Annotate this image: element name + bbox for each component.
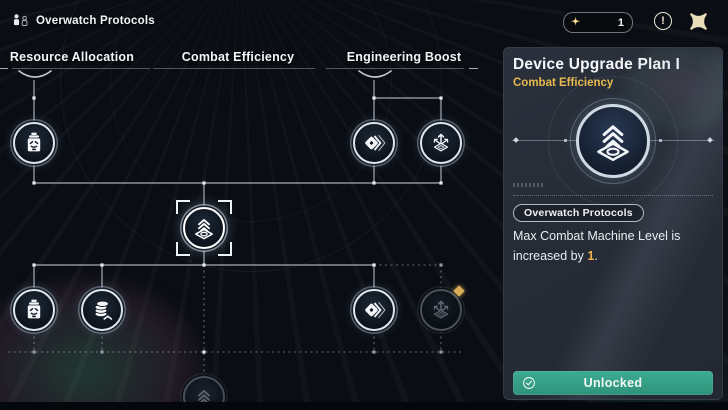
close-button[interactable] xyxy=(688,12,708,30)
combat-machine-icon xyxy=(22,131,46,155)
device-module-icon xyxy=(362,131,386,155)
node-tri-arrow-boost-tier2[interactable] xyxy=(420,285,465,331)
column-header-engineering-boost: Engineering Boost xyxy=(346,50,462,64)
node-device-upgrade-plan-1[interactable] xyxy=(183,207,225,249)
description-suffix: . xyxy=(594,249,598,263)
node-credits-boost[interactable] xyxy=(81,289,123,331)
decorative-ring xyxy=(570,98,656,184)
fine-print xyxy=(513,183,543,187)
screen-title: Overwatch Protocols xyxy=(12,13,155,28)
upgrade-plan-icon xyxy=(576,104,650,178)
column-header-combat-efficiency: Combat Efficiency xyxy=(181,50,295,64)
letterbox-strip xyxy=(0,402,728,410)
sparkle-star-icon xyxy=(570,16,581,26)
description-prefix: Max Combat Machine Level is increased by xyxy=(513,229,681,263)
panel-title: Device Upgrade Plan I xyxy=(513,56,681,73)
source-tag: Overwatch Protocols xyxy=(513,204,644,222)
detail-panel: Device Upgrade Plan I Combat Efficiency … xyxy=(503,47,723,400)
header-rule xyxy=(153,68,315,69)
node-combat-machine-tier2[interactable] xyxy=(13,289,55,331)
page-title: Overwatch Protocols xyxy=(36,14,155,27)
header-rule xyxy=(12,68,150,69)
robots-icon xyxy=(12,13,30,28)
exclamation-icon: ! xyxy=(661,14,665,27)
coins-icon xyxy=(90,298,114,322)
column-arc-icon xyxy=(18,70,52,78)
info-button[interactable]: ! xyxy=(654,12,672,30)
status-label: Unlocked xyxy=(583,376,643,390)
node-tri-arrow-boost-tier1[interactable] xyxy=(420,122,462,164)
header-rule xyxy=(469,68,478,69)
description-text: Max Combat Machine Level is increased by… xyxy=(513,226,703,266)
node-device-module-tier1[interactable] xyxy=(353,122,395,164)
header-rule xyxy=(0,68,8,69)
device-module-icon xyxy=(362,298,386,322)
description-value: 1 xyxy=(587,249,595,263)
currency-value: 1 xyxy=(617,16,624,29)
column-header-resource-allocation: Resource Allocation xyxy=(9,50,135,64)
close-icon xyxy=(689,12,707,30)
unlocked-status-button[interactable]: Unlocked xyxy=(513,371,713,395)
decorative-dotted-ring xyxy=(548,76,678,206)
check-circle-icon xyxy=(522,376,536,390)
node-device-module-tier2[interactable] xyxy=(353,289,395,331)
currency-counter[interactable]: 1 xyxy=(563,12,633,33)
dotted-separator xyxy=(513,195,713,196)
upgrade-plan-icon xyxy=(191,215,217,241)
column-arc-icon xyxy=(358,70,392,78)
tri-arrow-icon xyxy=(429,131,453,155)
tri-arrow-icon xyxy=(429,298,453,322)
node-combat-machine-tier1[interactable] xyxy=(13,122,55,164)
header-rule xyxy=(326,68,464,69)
combat-machine-icon xyxy=(22,298,46,322)
skill-tree-connectors xyxy=(8,80,464,376)
